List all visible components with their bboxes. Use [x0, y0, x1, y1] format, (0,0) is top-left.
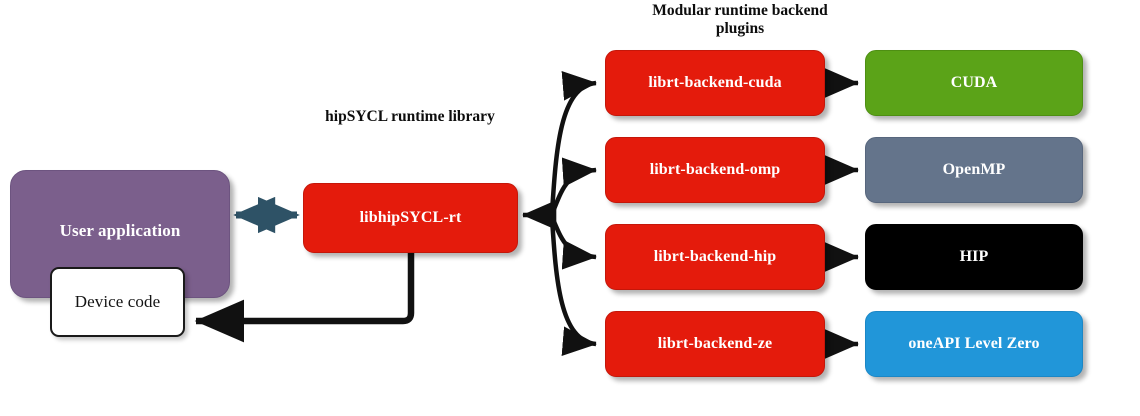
node-target-cuda[interactable]: CUDA: [865, 50, 1083, 116]
node-device-code[interactable]: Device code: [50, 267, 185, 337]
arrow-runtime-to-backend-hip: [549, 216, 597, 270]
runtime-section-title: hipSYCL runtime library: [325, 108, 495, 125]
node-target-hip[interactable]: HIP: [865, 224, 1083, 290]
node-libhipsycl-rt[interactable]: libhipSYCL-rt: [303, 183, 518, 253]
node-librt-backend-hip[interactable]: librt-backend-hip: [605, 224, 825, 290]
node-target-openmp[interactable]: OpenMP: [865, 137, 1083, 203]
node-target-onapi-level-zero[interactable]: oneAPI Level Zero: [865, 311, 1083, 377]
node-librt-backend-omp[interactable]: librt-backend-omp: [605, 137, 825, 203]
node-librt-backend-ze[interactable]: librt-backend-ze: [605, 311, 825, 377]
arrow-runtime-to-backend-cuda: [549, 71, 597, 214]
arrow-runtime-to-backend-omp: [549, 157, 597, 215]
arrow-runtime-to-backend-ze: [549, 217, 597, 356]
plugins-section-title: Modular runtime backend plugins: [652, 2, 828, 38]
node-librt-backend-cuda[interactable]: librt-backend-cuda: [605, 50, 825, 116]
